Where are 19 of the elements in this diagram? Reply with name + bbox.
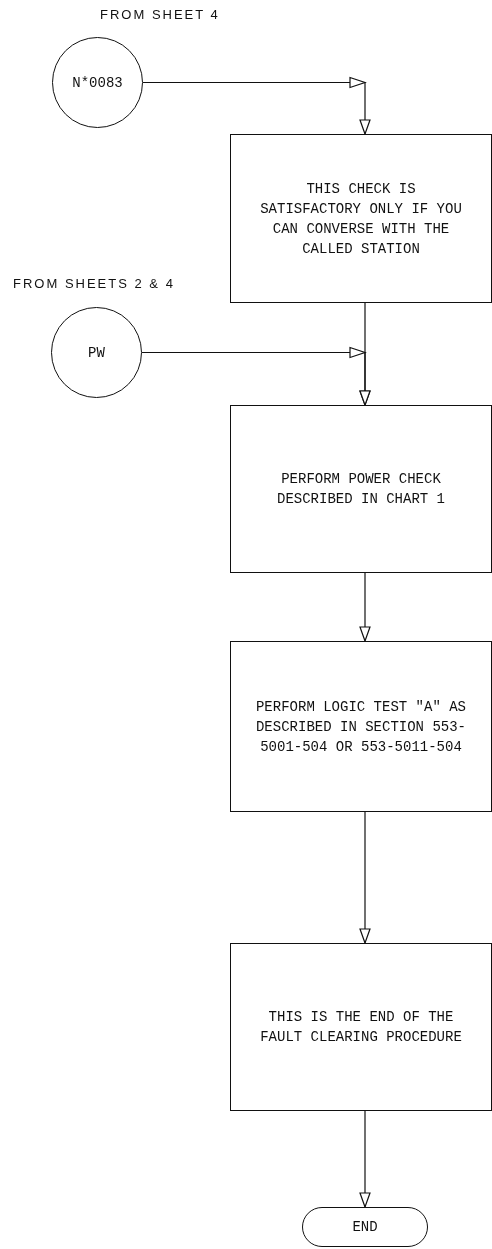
- step-text: PERFORM LOGIC TEST "A" AS DESCRIBED IN SECTION 553-5001-504 OR 553-5011-504: [254, 697, 467, 757]
- flow-arrow: [359, 572, 371, 642]
- process-box: [230, 943, 492, 1111]
- sheet-reference: FROM SHEETS 2 & 4: [13, 276, 175, 291]
- flow-arrow: [142, 76, 371, 135]
- flow-arrow: [359, 811, 371, 944]
- step-text: PERFORM POWER CHECK DESCRIBED IN CHART 1: [276, 470, 446, 509]
- node-label: PW: [88, 343, 105, 363]
- sheet-reference: FROM SHEET 4: [100, 7, 220, 22]
- node-label: N*0083: [72, 73, 123, 93]
- node-label: END: [352, 1218, 378, 1237]
- flow-arrow: [359, 1110, 371, 1208]
- step-text: THIS CHECK IS SATISFACTORY ONLY IF YOU CAN CONVERSE WITH THE CALLED STATION: [259, 179, 463, 259]
- process-box: [230, 134, 492, 303]
- terminator: [302, 1207, 428, 1247]
- process-box: [230, 405, 492, 573]
- flow-arrow: [141, 346, 371, 406]
- step-text: THIS IS THE END OF THE FAULT CLEARING PROCEDURE: [259, 1008, 463, 1047]
- process-box: [230, 641, 492, 812]
